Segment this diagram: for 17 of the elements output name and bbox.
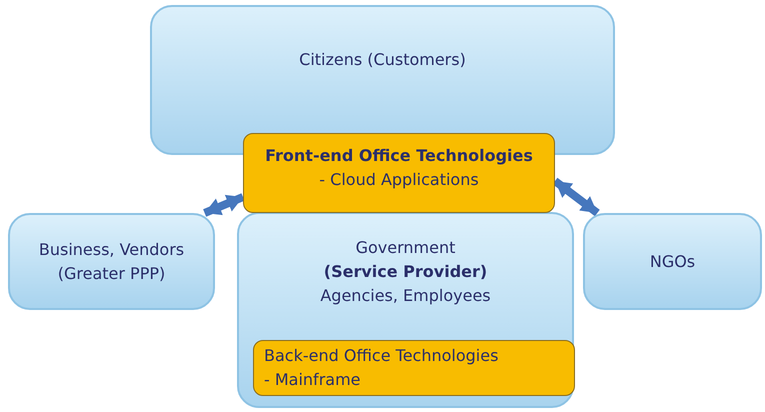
process-box: [253, 340, 575, 396]
label: Back-end Office Technologies: [264, 345, 498, 367]
label: Agencies, Employees: [320, 285, 491, 307]
label: (Service Provider): [324, 261, 488, 283]
group-box: [237, 212, 574, 408]
double-arrow: [552, 178, 600, 216]
process-box: [583, 213, 762, 310]
label: Business, Vendors (Greater PPP): [38, 238, 186, 284]
label: Citizens (Customers): [299, 49, 466, 71]
process-box: [8, 213, 215, 310]
label: Government: [356, 237, 456, 259]
heading: Front-end Office Technologies: [265, 145, 533, 167]
double-arrow: [203, 193, 245, 217]
label: NGOs: [650, 250, 696, 272]
process-box: [243, 133, 555, 213]
label: - Mainframe: [264, 369, 360, 391]
label: - Cloud Applications: [319, 169, 479, 191]
